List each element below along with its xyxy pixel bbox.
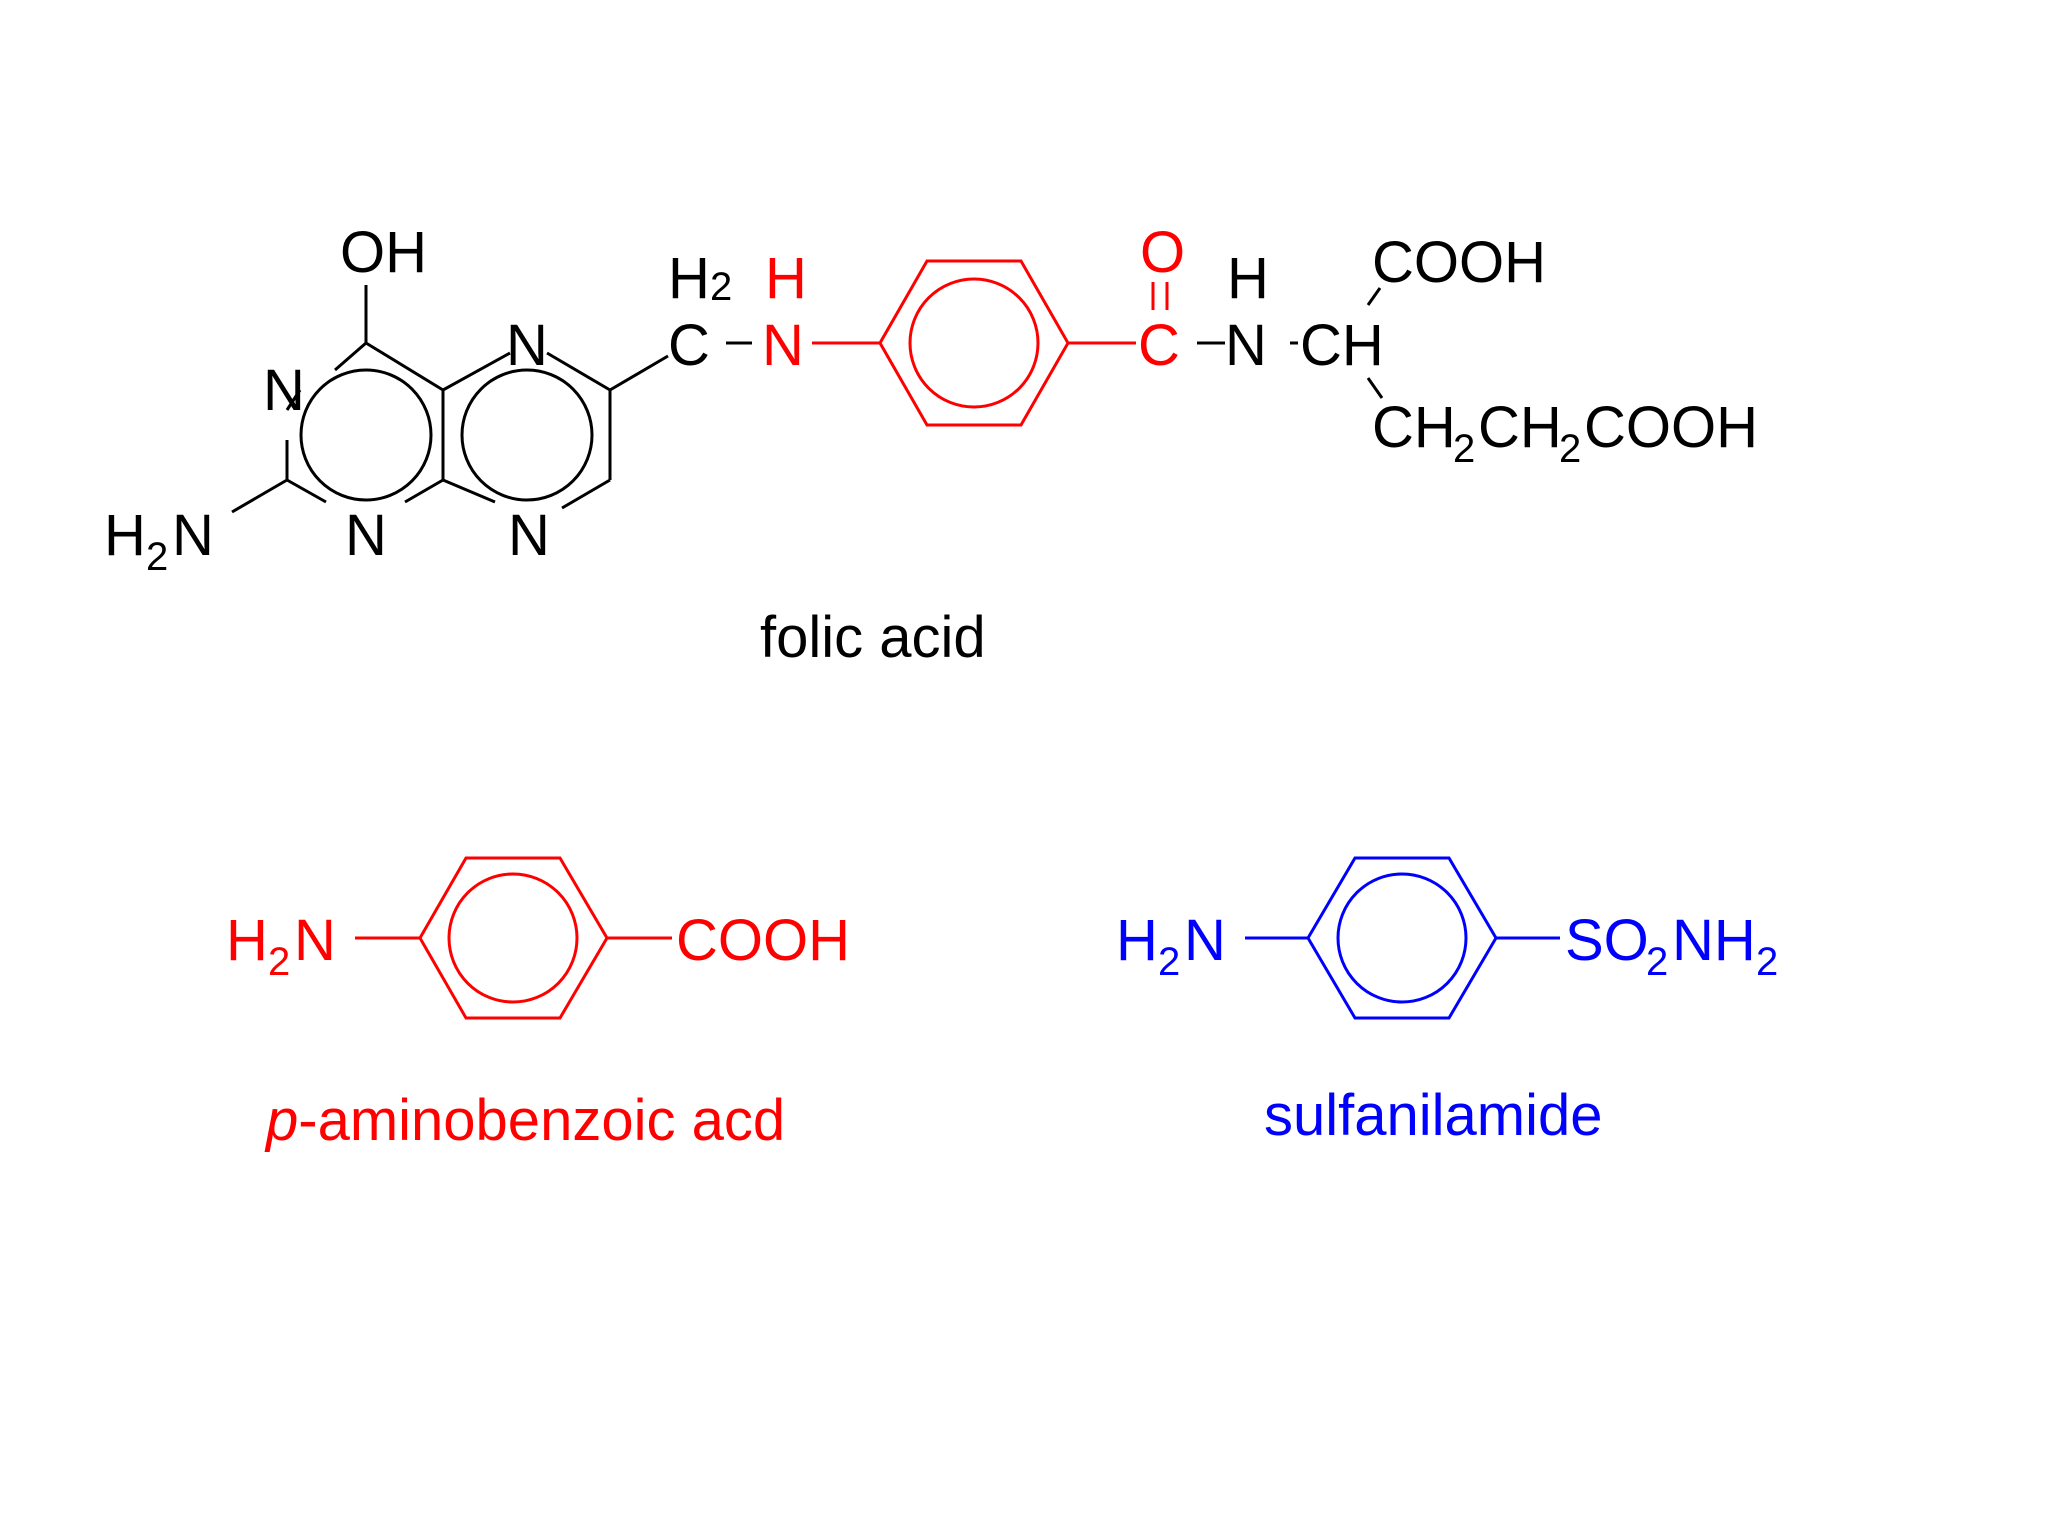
folic-benzene-circle xyxy=(908,277,1040,409)
ch-cooh-bond xyxy=(1366,287,1382,306)
ch-label: CH xyxy=(1300,313,1384,378)
sulfanilamide-structure xyxy=(1245,856,1560,1020)
paba-h-label: H xyxy=(226,908,268,973)
nh-n-label: N xyxy=(762,313,804,378)
pyrazine-ring-bonds xyxy=(442,351,612,510)
carbonyl-double-bond xyxy=(1151,282,1169,310)
folic-acid-labels: OH N N N N H 2 N H 2 C H N CH COOH CH 2 … xyxy=(104,220,1758,579)
ch-chain-bond xyxy=(1366,377,1384,399)
sulfanilamide-caption: sulfanilamide xyxy=(1264,1083,1603,1148)
paba-n-label: N xyxy=(294,908,336,973)
chain-subscript-2: 2 xyxy=(1559,427,1581,471)
folic-acid-caption: folic acid xyxy=(760,605,986,670)
chain-ch2-label: CH xyxy=(1478,395,1562,460)
folic-acid-paba-fragment xyxy=(812,259,1169,427)
sulfa-nh-label: NH xyxy=(1672,908,1756,973)
pyrimidine-ring-bonds xyxy=(285,341,445,504)
ch2-c-label: C xyxy=(668,313,710,378)
paba-labels: H 2 N COOH xyxy=(226,908,850,984)
chain-cooh-label: COOH xyxy=(1584,395,1758,460)
carbonyl-o-label: O xyxy=(1140,220,1185,285)
sulfanilamide-labels: H 2 N SO 2 NH 2 xyxy=(1116,908,1778,984)
pyrazine-aromatic-circle xyxy=(460,368,594,502)
ch2-h-label: H xyxy=(668,246,710,311)
nh-h-label: H xyxy=(765,246,807,311)
folic-acid-structure xyxy=(231,285,1384,514)
sulfa-subscript: 2 xyxy=(1158,940,1180,984)
folic-acid-red-labels: H N O C xyxy=(762,220,1185,378)
folic-benzene-ring xyxy=(878,259,1070,427)
chain-ch-label: CH xyxy=(1372,395,1456,460)
sulfa-subscript-2: 2 xyxy=(1756,940,1778,984)
paba-benzene-circle xyxy=(447,872,579,1004)
ring-n-bottom-right-label: N xyxy=(508,503,550,568)
h2n-h-label: H xyxy=(104,503,146,568)
ch2-bond xyxy=(609,354,669,392)
sulfa-subscript-1: 2 xyxy=(1646,940,1668,984)
ring-n-bottom-label: N xyxy=(345,503,387,568)
sulfa-so-label: SO xyxy=(1565,908,1649,973)
paba-caption-rest: -aminobenzoic acd xyxy=(298,1088,785,1153)
h2n-subscript: 2 xyxy=(146,535,168,579)
paba-subscript: 2 xyxy=(268,940,290,984)
sulfa-benzene-ring xyxy=(1306,856,1498,1020)
ring-n-left-label: N xyxy=(263,358,305,423)
paba-cooh-label: COOH xyxy=(676,908,850,973)
nh2-bond xyxy=(231,478,288,514)
amide-h-label: H xyxy=(1227,246,1269,311)
sulfa-h-label: H xyxy=(1116,908,1158,973)
ch2-subscript: 2 xyxy=(710,265,732,309)
pyrimidine-aromatic-circle xyxy=(299,368,433,502)
chain-subscript-1: 2 xyxy=(1453,427,1475,471)
cooh-top-label: COOH xyxy=(1372,230,1546,295)
paba-structure xyxy=(355,856,672,1020)
paba-caption-italic: p xyxy=(264,1088,298,1153)
sulfa-n-label: N xyxy=(1184,908,1226,973)
sulfa-benzene-circle xyxy=(1336,872,1468,1004)
h2n-n-label: N xyxy=(172,503,214,568)
amide-n-label: N xyxy=(1225,313,1267,378)
carbonyl-c-label: C xyxy=(1138,313,1180,378)
ring-n-top-right-label: N xyxy=(506,313,548,378)
paba-caption: p-aminobenzoic acd xyxy=(264,1088,785,1153)
oh-label: OH xyxy=(340,220,427,285)
